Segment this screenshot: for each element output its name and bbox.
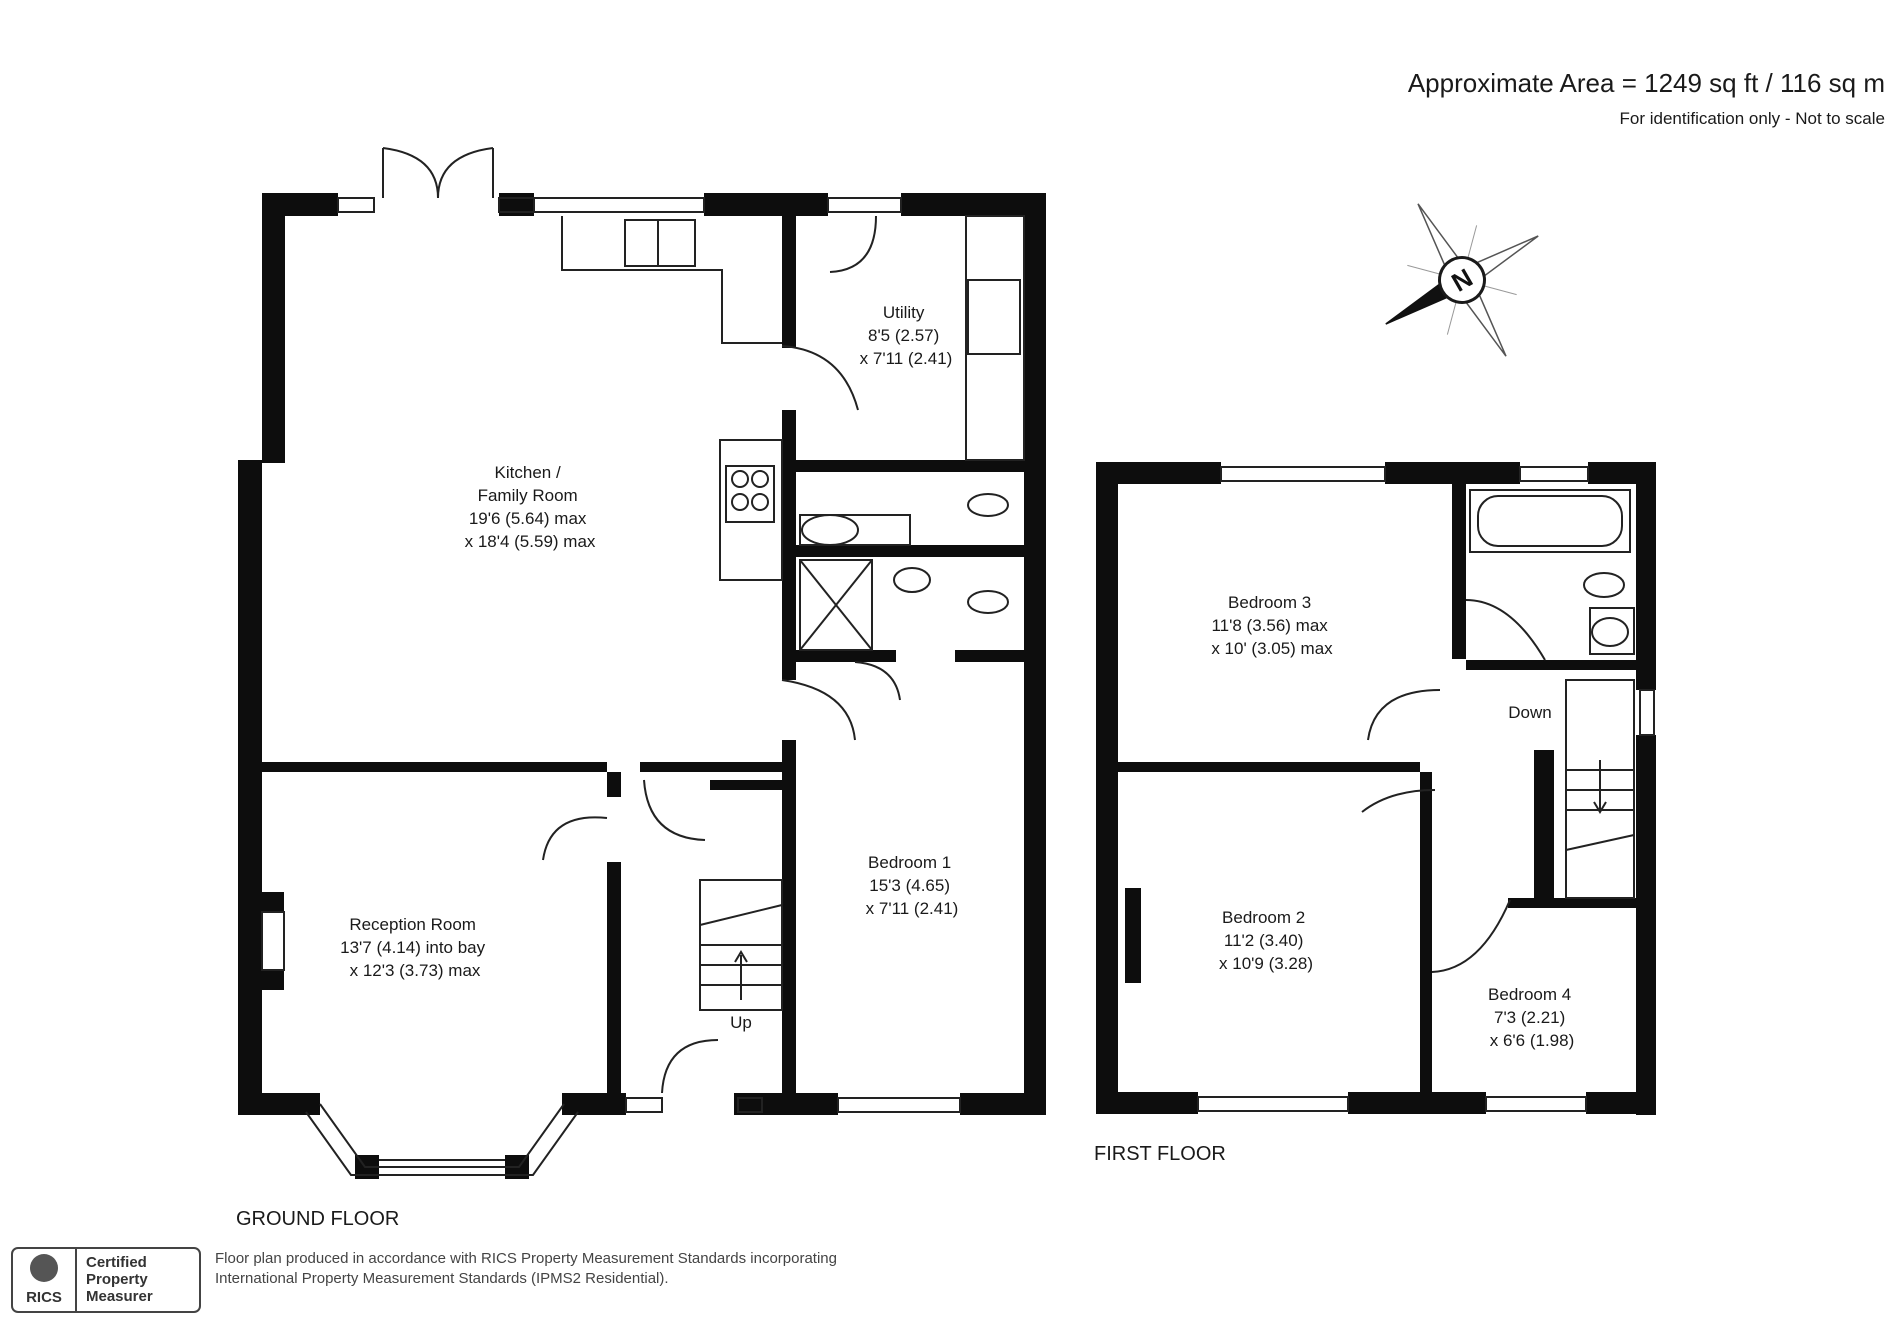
first-floor-plan bbox=[1096, 462, 1656, 1115]
rics-logo-org: RICS bbox=[26, 1289, 62, 1306]
rics-logo-line-2: Property bbox=[86, 1271, 148, 1288]
room-label-bedroom-2: Bedroom 2 11'2 (3.40) x 10'9 (3.28) bbox=[1219, 908, 1313, 973]
stairs-down-label: Down bbox=[1508, 703, 1551, 722]
footer-note-line-2: International Property Measurement Stand… bbox=[215, 1270, 669, 1287]
room-labels: Kitchen / Family Room 19'6 (5.64) max x … bbox=[340, 303, 1576, 1050]
rics-logo-line-3: Measurer bbox=[86, 1288, 153, 1305]
room-label-bedroom-1: Bedroom 1 15'3 (4.65) x 7'11 (2.41) bbox=[866, 853, 959, 918]
room-label-bedroom-3: Bedroom 3 11'8 (3.56) max x 10' (3.05) m… bbox=[1211, 593, 1333, 658]
rics-crest-icon bbox=[30, 1254, 58, 1282]
rics-logo-line-1: Certified bbox=[86, 1254, 147, 1271]
room-label-reception: Reception Room 13'7 (4.14) into bay x 12… bbox=[340, 915, 490, 980]
ground-floor-label: GROUND FLOOR bbox=[236, 1208, 399, 1230]
first-floor-label: FIRST FLOOR bbox=[1094, 1143, 1226, 1165]
footer-note-line-1: Floor plan produced in accordance with R… bbox=[215, 1250, 837, 1267]
stairs-up-label: Up bbox=[730, 1013, 752, 1032]
first-floor-fittings bbox=[1197, 466, 1655, 1112]
ground-floor-fittings bbox=[261, 147, 1025, 1176]
approximate-area-text: Approximate Area = 1249 sq ft / 116 sq m bbox=[1408, 68, 1885, 98]
ground-floor-plan bbox=[238, 193, 1046, 1179]
rics-logo: RICS Certified Property Measurer bbox=[11, 1247, 201, 1313]
disclaimer-text: For identification only - Not to scale bbox=[1619, 109, 1885, 128]
room-label-utility: Utility 8'5 (2.57) x 7'11 (2.41) bbox=[860, 303, 953, 368]
room-label-bedroom-4: Bedroom 4 7'3 (2.21) x 6'6 (1.98) bbox=[1488, 985, 1576, 1050]
room-label-kitchen: Kitchen / Family Room 19'6 (5.64) max x … bbox=[465, 463, 596, 551]
compass-icon: N bbox=[1385, 203, 1539, 357]
